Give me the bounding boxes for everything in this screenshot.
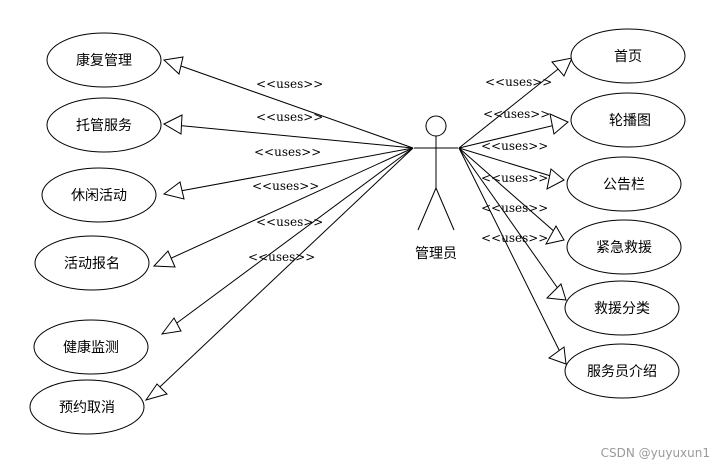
use-case-carousel[interactable] — [570, 92, 686, 148]
uses-label-left-4: <<uses>> — [252, 179, 319, 193]
assoc-line-left-4 — [153, 147, 414, 267]
uses-label-left-5: <<uses>> — [256, 215, 323, 229]
assoc-line-right-2 — [458, 121, 569, 149]
use-case-leisure-activity[interactable] — [41, 167, 157, 223]
use-case-label: 轮播图 — [609, 113, 651, 129]
assoc-line-left-5 — [161, 147, 414, 335]
use-case-label: 休闲活动 — [71, 188, 127, 204]
assoc-line-left-6 — [145, 147, 414, 401]
arrowhead-right-3 — [546, 168, 565, 190]
use-case-label: 首页 — [614, 49, 642, 65]
left-arrowheads — [144, 56, 185, 401]
left-associations — [145, 59, 414, 401]
assoc-line-left-3 — [163, 147, 414, 195]
use-case-label: 公告栏 — [603, 177, 645, 193]
right-use-cases — [564, 28, 686, 399]
uses-label-right-3: <<uses>> — [481, 139, 548, 153]
use-case-booking-cancel[interactable] — [29, 379, 145, 435]
assoc-line-right-5 — [458, 147, 567, 301]
assoc-line-right-6 — [458, 147, 567, 365]
use-case-custody-service[interactable] — [46, 97, 162, 153]
use-case-emergency-rescue[interactable] — [566, 219, 682, 275]
arrowhead-left-5 — [160, 317, 182, 335]
use-case-bulletin[interactable] — [566, 156, 682, 212]
arrowhead-left-2 — [162, 114, 183, 135]
right-associations — [458, 57, 573, 365]
uses-label-left-1: <<uses>> — [256, 77, 323, 91]
arrowhead-right-6 — [547, 346, 567, 365]
uses-label-right-2: <<uses>> — [483, 107, 550, 121]
assoc-line-left-1 — [163, 59, 414, 149]
uses-label-right-6: <<uses>> — [481, 231, 548, 245]
arrowhead-left-4 — [152, 250, 176, 268]
use-case-label: 健康监测 — [63, 339, 119, 356]
actor-left-leg — [417, 187, 437, 231]
uses-label-left-3: <<uses>> — [254, 145, 321, 159]
use-case-label: 活动报名 — [64, 256, 120, 272]
right-arrowheads — [545, 57, 573, 365]
use-case-staff-intro[interactable] — [564, 343, 680, 399]
assoc-line-right-4 — [458, 147, 565, 241]
uses-label-right-1: <<uses>> — [485, 75, 552, 89]
uses-label-right-4: <<uses>> — [481, 171, 548, 185]
uses-label-left-2: <<uses>> — [256, 110, 323, 124]
arrowhead-right-4 — [545, 224, 565, 245]
arrowhead-right-2 — [549, 113, 569, 135]
use-case-health-monitoring[interactable] — [33, 319, 149, 375]
arrowhead-right-5 — [545, 283, 567, 301]
use-case-rehab-management[interactable] — [46, 32, 162, 88]
use-case-home[interactable] — [570, 28, 686, 84]
uses-label-left-6: <<uses>> — [248, 250, 315, 264]
actor-admin — [414, 115, 458, 231]
left-use-case-labels: 康复管理 托管服务 休闲活动 活动报名 健康监测 预约取消 — [59, 52, 132, 416]
left-uses-labels: <<uses>> <<uses>> <<uses>> <<uses>> <<us… — [248, 77, 323, 264]
arrowhead-right-1 — [551, 57, 573, 77]
use-case-label: 服务员介绍 — [587, 364, 657, 380]
arrowhead-left-6 — [144, 383, 168, 401]
right-uses-labels: <<uses>> <<uses>> <<uses>> <<uses>> <<us… — [481, 75, 552, 245]
arrowhead-left-1 — [162, 56, 184, 75]
assoc-line-left-2 — [163, 123, 414, 149]
uses-label-right-5: <<uses>> — [481, 201, 548, 215]
actor-label: 管理员 — [415, 246, 457, 262]
use-case-label: 紧急救援 — [596, 240, 652, 256]
use-case-rescue-category[interactable] — [564, 280, 680, 336]
use-case-label: 托管服务 — [76, 118, 132, 134]
actor-right-leg — [435, 187, 455, 231]
use-case-label: 康复管理 — [76, 52, 132, 69]
actor-head — [425, 115, 447, 137]
arrowhead-left-3 — [162, 181, 185, 200]
use-case-label: 救援分类 — [594, 301, 650, 317]
assoc-line-right-3 — [458, 147, 565, 181]
use-case-activity-signup[interactable] — [34, 235, 150, 291]
assoc-line-right-1 — [458, 57, 573, 149]
left-use-cases — [29, 32, 162, 435]
right-use-case-labels: 首页 轮播图 公告栏 紧急救援 救援分类 服务员介绍 — [587, 49, 657, 380]
watermark: CSDN @yuyuxun1 — [601, 446, 710, 460]
use-case-label: 预约取消 — [59, 400, 115, 416]
